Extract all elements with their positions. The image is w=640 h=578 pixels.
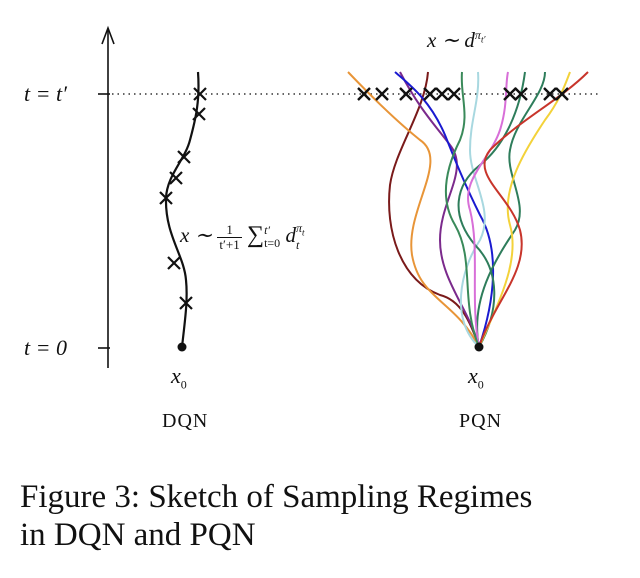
pqn-sample-crosses (357, 87, 569, 101)
sampling-regimes-diagram (98, 25, 600, 368)
pqn-trajectory (347, 71, 480, 348)
pqn-trajectory (459, 71, 486, 348)
pqn-trajectory (478, 71, 571, 348)
figure-caption: Figure 3: Sketch of Sampling Regimes in … (20, 478, 630, 554)
pqn-start-label: x0 (468, 363, 484, 392)
pqn-trajectory (467, 71, 509, 348)
dqn-name: DQN (162, 410, 209, 432)
dqn-sample-crosses (159, 87, 207, 310)
pqn-trajectory (476, 71, 546, 348)
pqn-trajectory (394, 71, 494, 348)
time-axis-arrowhead (101, 25, 115, 45)
pqn-start-point (474, 342, 484, 352)
pqn-trajectories (347, 71, 589, 348)
dqn-start-point (177, 342, 187, 352)
pqn-trajectory (399, 71, 480, 348)
dqn-start-label: x0 (171, 363, 187, 392)
caption-line-2: in DQN and PQN (20, 517, 256, 553)
pqn-name: PQN (459, 410, 503, 432)
pqn-trajectory (478, 71, 589, 348)
pqn-sampling-formula: x ∼ dπt′ (427, 28, 486, 52)
axis-label-t-zero: t = 0 (24, 335, 67, 360)
axis-label-t-prime: t = t′ (24, 81, 67, 106)
pqn-trajectory (444, 71, 480, 348)
pqn-trajectory (388, 71, 480, 348)
caption-line-1: Figure 3: Sketch of Sampling Regimes (20, 479, 533, 515)
pqn-trajectory (457, 71, 526, 348)
